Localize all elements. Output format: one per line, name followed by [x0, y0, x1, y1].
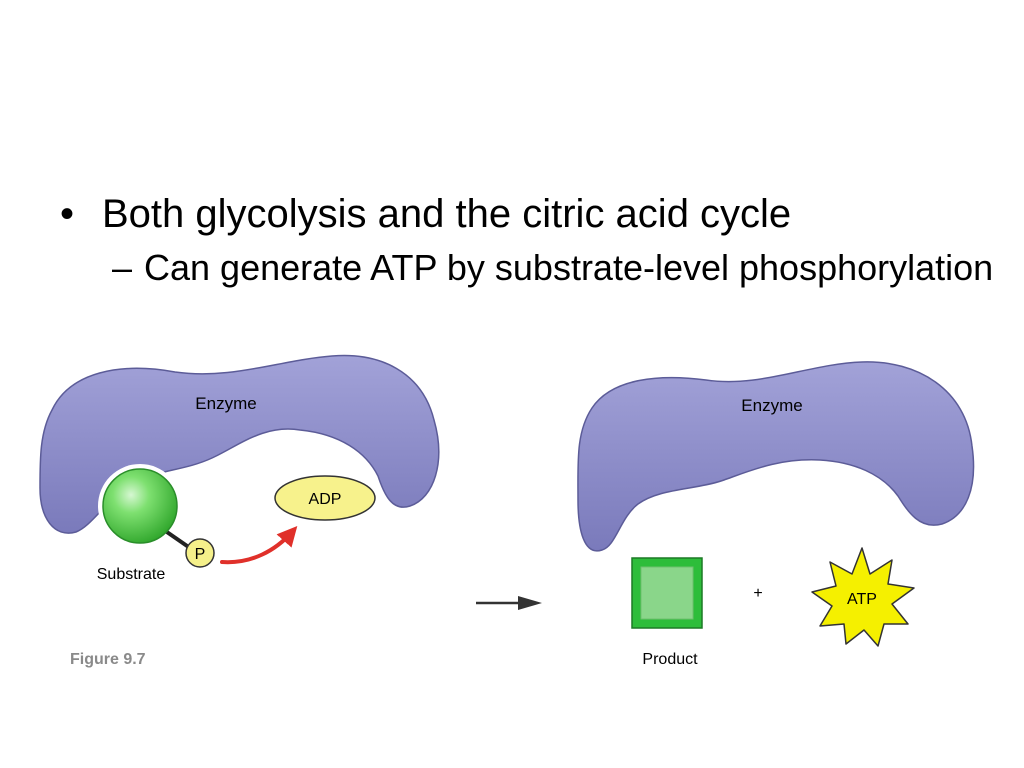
phosphate-bond [162, 528, 192, 550]
substrate-molecule [102, 468, 178, 544]
phosphate-label: P [195, 546, 206, 563]
bullet-mark: • [60, 192, 75, 236]
phosphate-transfer-arrow [220, 526, 298, 565]
enzyme-left-label: Enzyme [195, 394, 256, 413]
enzyme-left-shape [39, 354, 440, 534]
plus-sign: + [753, 585, 762, 602]
atp-starburst [811, 547, 915, 647]
bullet-sub: – Can generate ATP by substrate-level ph… [112, 244, 1000, 292]
figure-label: Figure 9.7 [70, 651, 146, 668]
reaction-arrow-head [518, 596, 542, 610]
bullet-main: • Both glycolysis and the citric acid cy… [60, 188, 1000, 240]
enzyme-right-shape [577, 361, 975, 552]
product-label: Product [642, 651, 698, 668]
bullet-main-text: Both glycolysis and the citric acid cycl… [102, 192, 792, 236]
substrate-label: Substrate [97, 566, 166, 583]
adp-molecule [274, 475, 376, 521]
bullet-list: • Both glycolysis and the citric acid cy… [60, 188, 1000, 292]
bullet-sub-text: Can generate ATP by substrate-level phos… [144, 247, 994, 288]
atp-label: ATP [847, 591, 877, 608]
adp-label: ADP [309, 491, 342, 508]
sub-bullet-mark: – [112, 247, 133, 288]
enzyme-right-label: Enzyme [741, 396, 802, 415]
product-highlight [640, 566, 694, 620]
phosphate-group [185, 538, 215, 568]
